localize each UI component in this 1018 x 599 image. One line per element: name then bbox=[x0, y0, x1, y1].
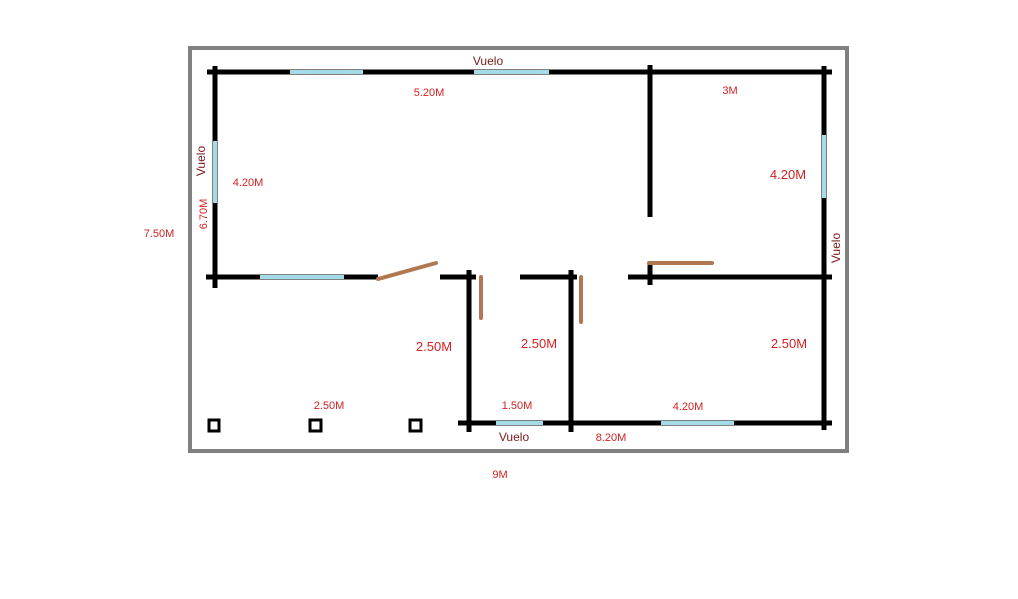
dim-bottom-window-right: 4.20M bbox=[673, 401, 704, 413]
porch-post-2 bbox=[308, 418, 323, 433]
label-vuelo-left: Vuelo bbox=[194, 146, 208, 177]
dim-overall-height: 7.50M bbox=[144, 228, 175, 240]
dim-mid-left: 2.50M bbox=[416, 339, 452, 354]
porch-post-1 bbox=[207, 418, 221, 433]
dim-mid-right: 2.50M bbox=[771, 336, 807, 351]
label-vuelo-bottom: Vuelo bbox=[499, 430, 530, 444]
dim-left-height: 6.70M bbox=[198, 199, 210, 230]
label-vuelo-top: Vuelo bbox=[473, 54, 504, 68]
label-vuelo-right: Vuelo bbox=[829, 233, 843, 264]
walls bbox=[206, 65, 832, 432]
outer-frame bbox=[188, 46, 849, 453]
windows bbox=[213, 70, 826, 425]
dim-right-window: 4.20M bbox=[770, 167, 806, 182]
dim-top-right: 3M bbox=[722, 85, 737, 97]
door-living bbox=[376, 261, 438, 281]
dim-overall-width: 9M bbox=[492, 469, 507, 481]
dim-mid-center: 2.50M bbox=[521, 336, 557, 351]
porch-posts bbox=[207, 418, 423, 433]
doors bbox=[376, 261, 714, 324]
dim-bottom-window-small: 1.50M bbox=[502, 400, 533, 412]
dim-porch: 2.50M bbox=[314, 400, 345, 412]
dim-top-left: 5.20M bbox=[414, 87, 445, 99]
porch-post-3 bbox=[408, 418, 423, 433]
dim-left-window: 4.20M bbox=[233, 177, 264, 189]
dim-bottom-length: 8.20M bbox=[596, 432, 627, 444]
